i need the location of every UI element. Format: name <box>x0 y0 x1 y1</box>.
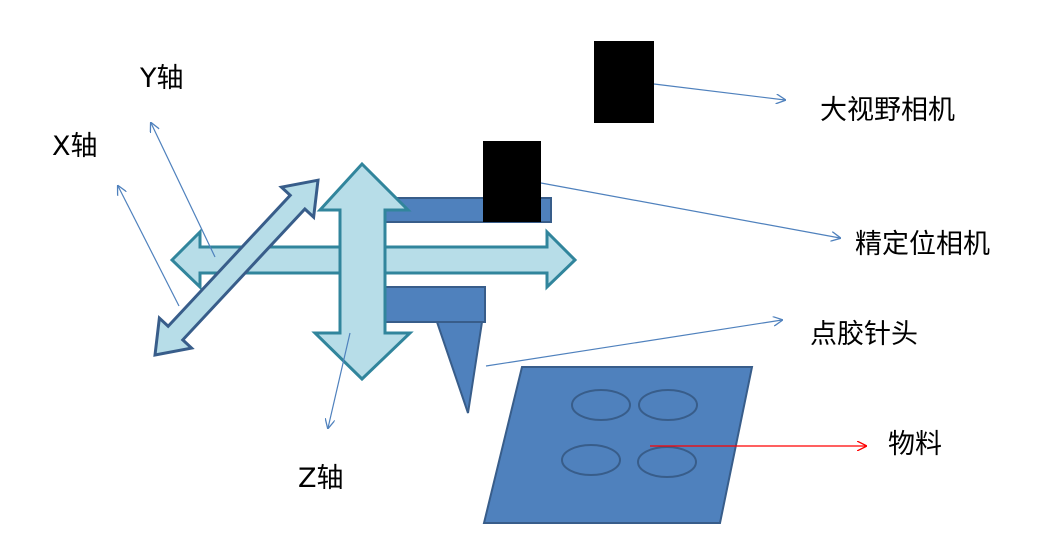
precise-positioning-camera <box>483 141 541 222</box>
dispensing-head-bar <box>384 286 486 323</box>
dispensing-needle <box>435 321 484 414</box>
y-axis-label: Y轴 <box>140 63 184 94</box>
needle-leader <box>485 320 782 367</box>
material-slot <box>561 444 621 476</box>
precise-camera-label: 精定位相机 <box>855 229 990 260</box>
x-axis-label: X轴 <box>52 131 98 162</box>
material-plate <box>482 366 754 524</box>
wide-field-camera <box>594 41 654 123</box>
material-slot <box>571 389 631 421</box>
material-label: 物料 <box>888 429 942 460</box>
material-slot <box>637 446 697 478</box>
material-slot <box>638 389 698 421</box>
z-axis-leader <box>328 332 351 428</box>
x-axis-leader <box>118 186 180 307</box>
z-axis-label: Z轴 <box>298 463 344 494</box>
wide-camera-leader <box>653 83 785 100</box>
precise-camera-leader <box>540 182 840 238</box>
wide-camera-label: 大视野相机 <box>820 95 955 126</box>
diagonal-axis-arrow <box>153 178 320 357</box>
y-axis-leader <box>151 123 216 258</box>
needle-label: 点胶针头 <box>810 319 918 350</box>
vertical-axis-arrow <box>311 161 414 382</box>
